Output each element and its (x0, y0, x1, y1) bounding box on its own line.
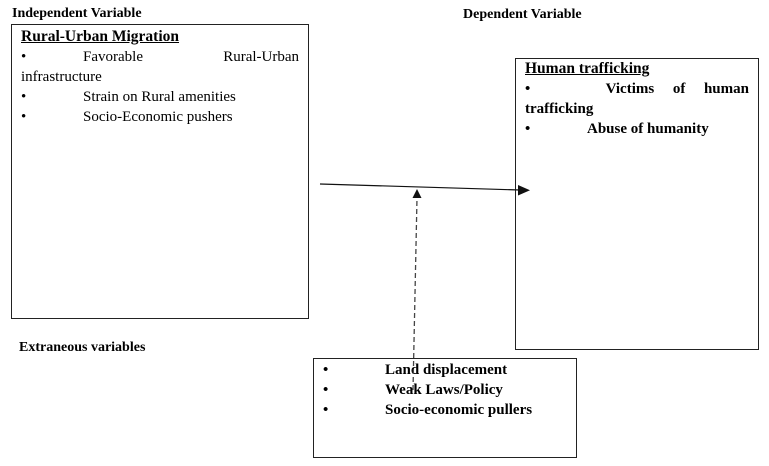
bullet-icon: • (21, 109, 27, 125)
main-arrowhead-icon (518, 185, 530, 196)
extraneous-variables-box: • Land displacement • Weak Laws/Policy •… (313, 358, 577, 458)
dependent-variable-label: Dependent Variable (463, 7, 582, 22)
bullet-icon: • (21, 89, 27, 105)
list-item: • Socio-economic pullers (323, 400, 567, 420)
moderator-arrowhead-icon (412, 189, 422, 198)
bullet-icon: • (323, 402, 329, 418)
independent-variable-box: Rural-Urban Migration • Favorable Rural-… (11, 24, 309, 319)
list-item: • Victims of human (525, 79, 749, 99)
item-text-part: human (703, 81, 749, 97)
independent-variable-label: Independent Variable (12, 6, 142, 21)
moderator-arrow-line (412, 197, 418, 391)
bullet-icon: • (525, 121, 531, 137)
item-continuation: infrastructure (21, 69, 102, 85)
dependent-variable-box: Human trafficking • Victims of human tra… (515, 58, 759, 350)
list-item: • Weak Laws/Policy (323, 380, 567, 400)
item-text: Strain on Rural amenities (83, 89, 236, 105)
item-text: Abuse of humanity (587, 121, 709, 137)
list-item: • Strain on Rural amenities (21, 87, 299, 107)
item-text: Weak Laws/Policy (385, 382, 503, 398)
bullet-icon: • (21, 49, 27, 65)
bullet-icon: • (323, 362, 329, 378)
item-text-part: Favorable (83, 49, 143, 65)
list-item: • Land displacement (323, 360, 567, 380)
item-text: Socio-economic pullers (385, 402, 533, 418)
item-text-part: Victims (605, 81, 655, 97)
list-item: • Favorable Rural-Urban (21, 47, 299, 67)
item-text: Land displacement (385, 362, 508, 378)
main-arrow-line (319, 183, 521, 191)
extraneous-variables-label: Extraneous variables (19, 340, 146, 355)
item-text-part: of (672, 81, 686, 97)
list-item: • Socio-Economic pushers (21, 107, 299, 127)
item-continuation: trafficking (525, 101, 594, 117)
bullet-icon: • (525, 81, 531, 97)
item-text-part: Rural-Urban (223, 49, 299, 65)
independent-box-title: Rural-Urban Migration (21, 28, 180, 45)
item-text: Socio-Economic pushers (83, 109, 233, 125)
bullet-icon: • (323, 382, 329, 398)
dependent-box-title: Human trafficking (525, 60, 650, 77)
list-item: • Abuse of humanity (525, 119, 749, 139)
